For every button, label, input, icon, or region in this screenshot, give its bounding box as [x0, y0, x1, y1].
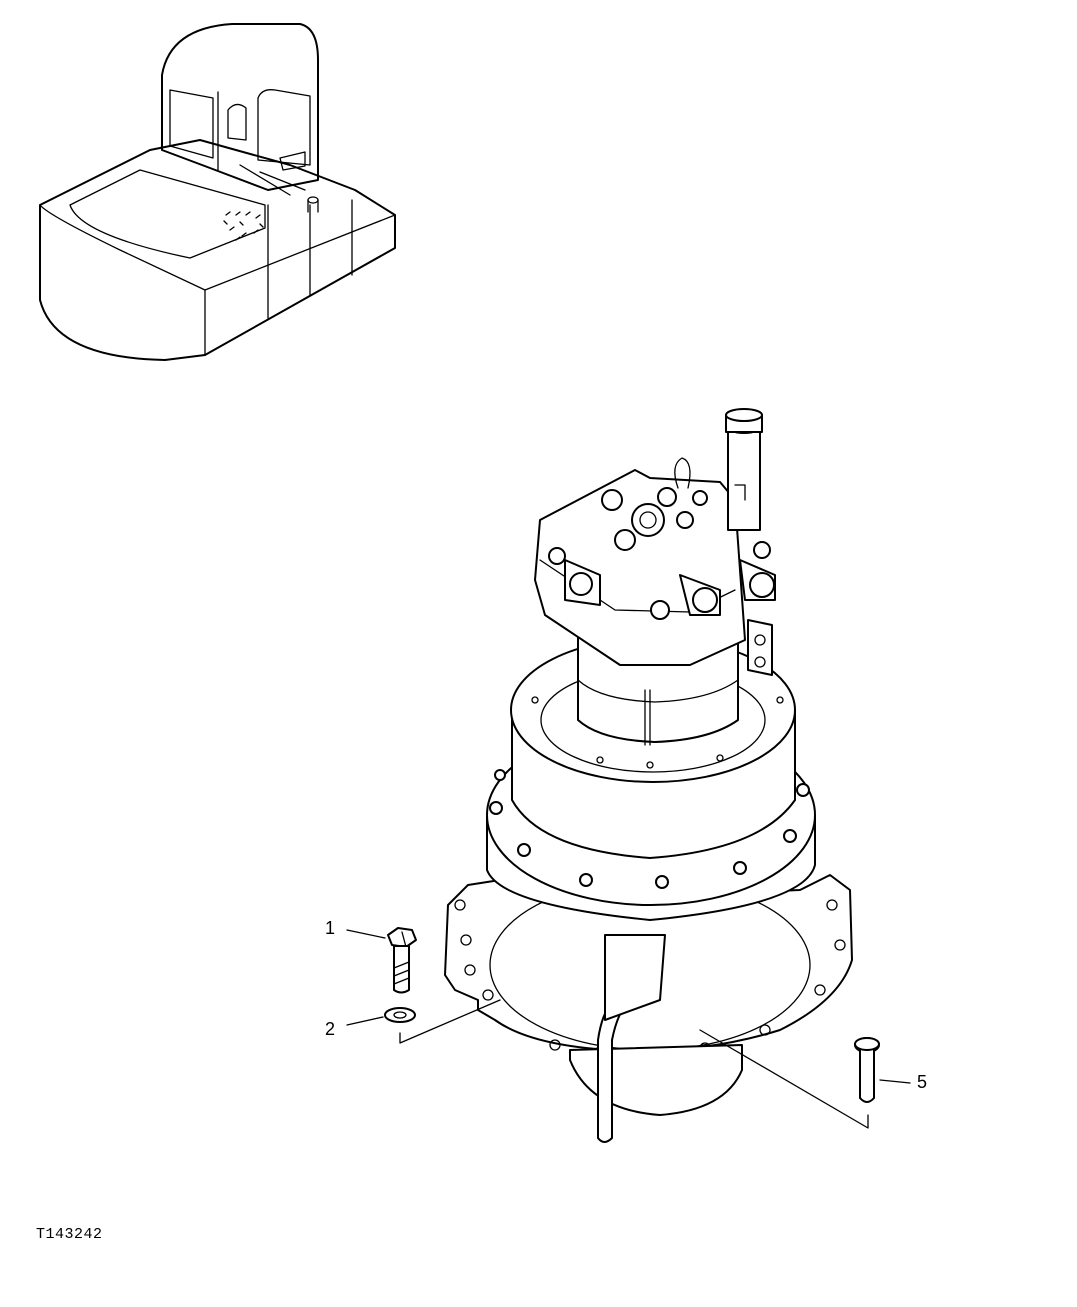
- cap-screw-icon: [387, 927, 417, 994]
- excavator-locator-view: [39, 23, 396, 361]
- leader-lines: [346, 929, 911, 1129]
- callout-5: 5: [917, 1072, 928, 1092]
- pin-icon: [854, 1037, 880, 1103]
- washer-icon: [384, 1007, 416, 1023]
- callout-2: 2: [325, 1019, 336, 1039]
- figure-id: T143242: [36, 1226, 103, 1243]
- callout-1: 1: [325, 918, 336, 938]
- swing-motor-assembly: [444, 408, 853, 1143]
